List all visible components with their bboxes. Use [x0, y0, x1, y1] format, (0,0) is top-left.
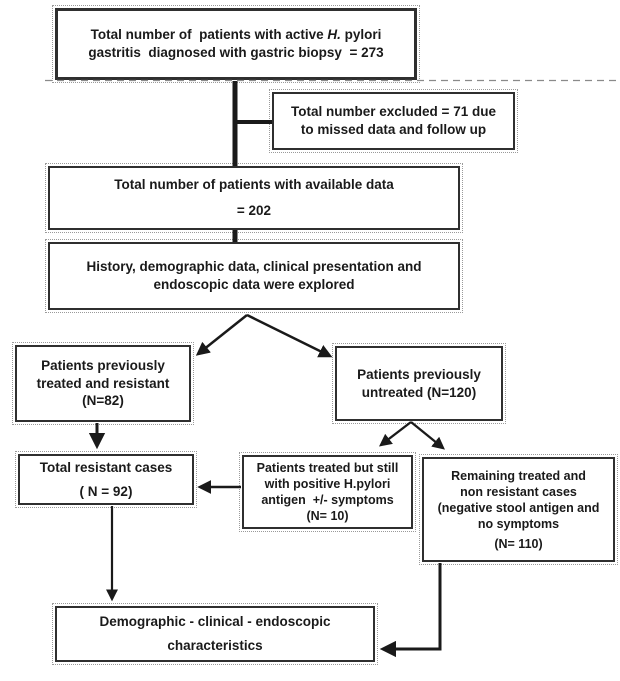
box-excluded: Total number excluded = 71 due to missed… [269, 89, 518, 153]
box-line: Demographic - clinical - endoscopic [99, 614, 331, 630]
box-line: Remaining treated and [451, 468, 586, 483]
box-line: non resistant cases [460, 484, 577, 499]
box-line: endoscopic data were explored [153, 277, 355, 292]
arrow-explored-to-untreated [246, 313, 333, 358]
box-previously-untreated: Patients previously untreated (N=120) [332, 343, 506, 424]
arrow-remaining-to-characteristics [379, 563, 442, 658]
box-line: no symptoms [477, 516, 560, 531]
box-line: (N= 10) [306, 509, 349, 523]
box-line: History, demographic data, clinical pres… [86, 259, 422, 275]
text-segment: pylori [340, 27, 382, 43]
box-previously-treated-resistant: Patients previously treated and resistan… [12, 342, 194, 425]
box-line: antigen +/- symptoms [261, 493, 394, 507]
box-remaining-non-resistant: Remaining treated and non resistant case… [419, 454, 618, 565]
italic-h-abbrev: H. [327, 27, 341, 43]
box-line: to missed data and follow up [300, 122, 487, 137]
box-characteristics: Demographic - clinical - endoscopic char… [52, 603, 378, 665]
box-line: treated and resistant [36, 375, 170, 391]
arrow-untreated-to-remaining [410, 421, 445, 450]
box-line: (N=82) [82, 393, 124, 409]
arrow-untreated-to-still-positive [378, 421, 412, 447]
box-treated-still-positive: Patients treated but still with positive… [239, 452, 416, 532]
box-line: Total number excluded = 71 due [291, 104, 496, 120]
box-line: (N= 110) [494, 536, 543, 551]
box-line: characteristics [167, 638, 263, 653]
arrow-explored-to-treated-resistant [195, 314, 248, 356]
box-line: Total number of patients with active H. … [91, 26, 382, 44]
box-available-data: Total number of patients with available … [45, 163, 463, 233]
box-line: = 202 [236, 203, 272, 218]
box-line: with positive H.pylori [264, 477, 391, 491]
box-line: Total resistant cases [39, 459, 173, 475]
box-data-explored: History, demographic data, clinical pres… [45, 239, 463, 313]
box-line: gastritis diagnosed with gastric biopsy … [88, 45, 384, 60]
box-line: ( N = 92) [79, 483, 133, 499]
box-total-active-patients: Total number of patients with active H. … [52, 5, 420, 83]
box-line: (negative stool antigen and [437, 500, 600, 515]
box-line: Patients treated but still [256, 461, 399, 475]
box-line: Total number of patients with available … [114, 177, 394, 193]
box-line: Patients previously [357, 366, 481, 382]
box-line: untreated (N=120) [361, 384, 477, 400]
text-segment: Total number of patients with active [90, 27, 328, 43]
box-total-resistant-cases: Total resistant cases ( N = 92) [15, 451, 197, 508]
box-line: Patients previously [41, 357, 165, 373]
